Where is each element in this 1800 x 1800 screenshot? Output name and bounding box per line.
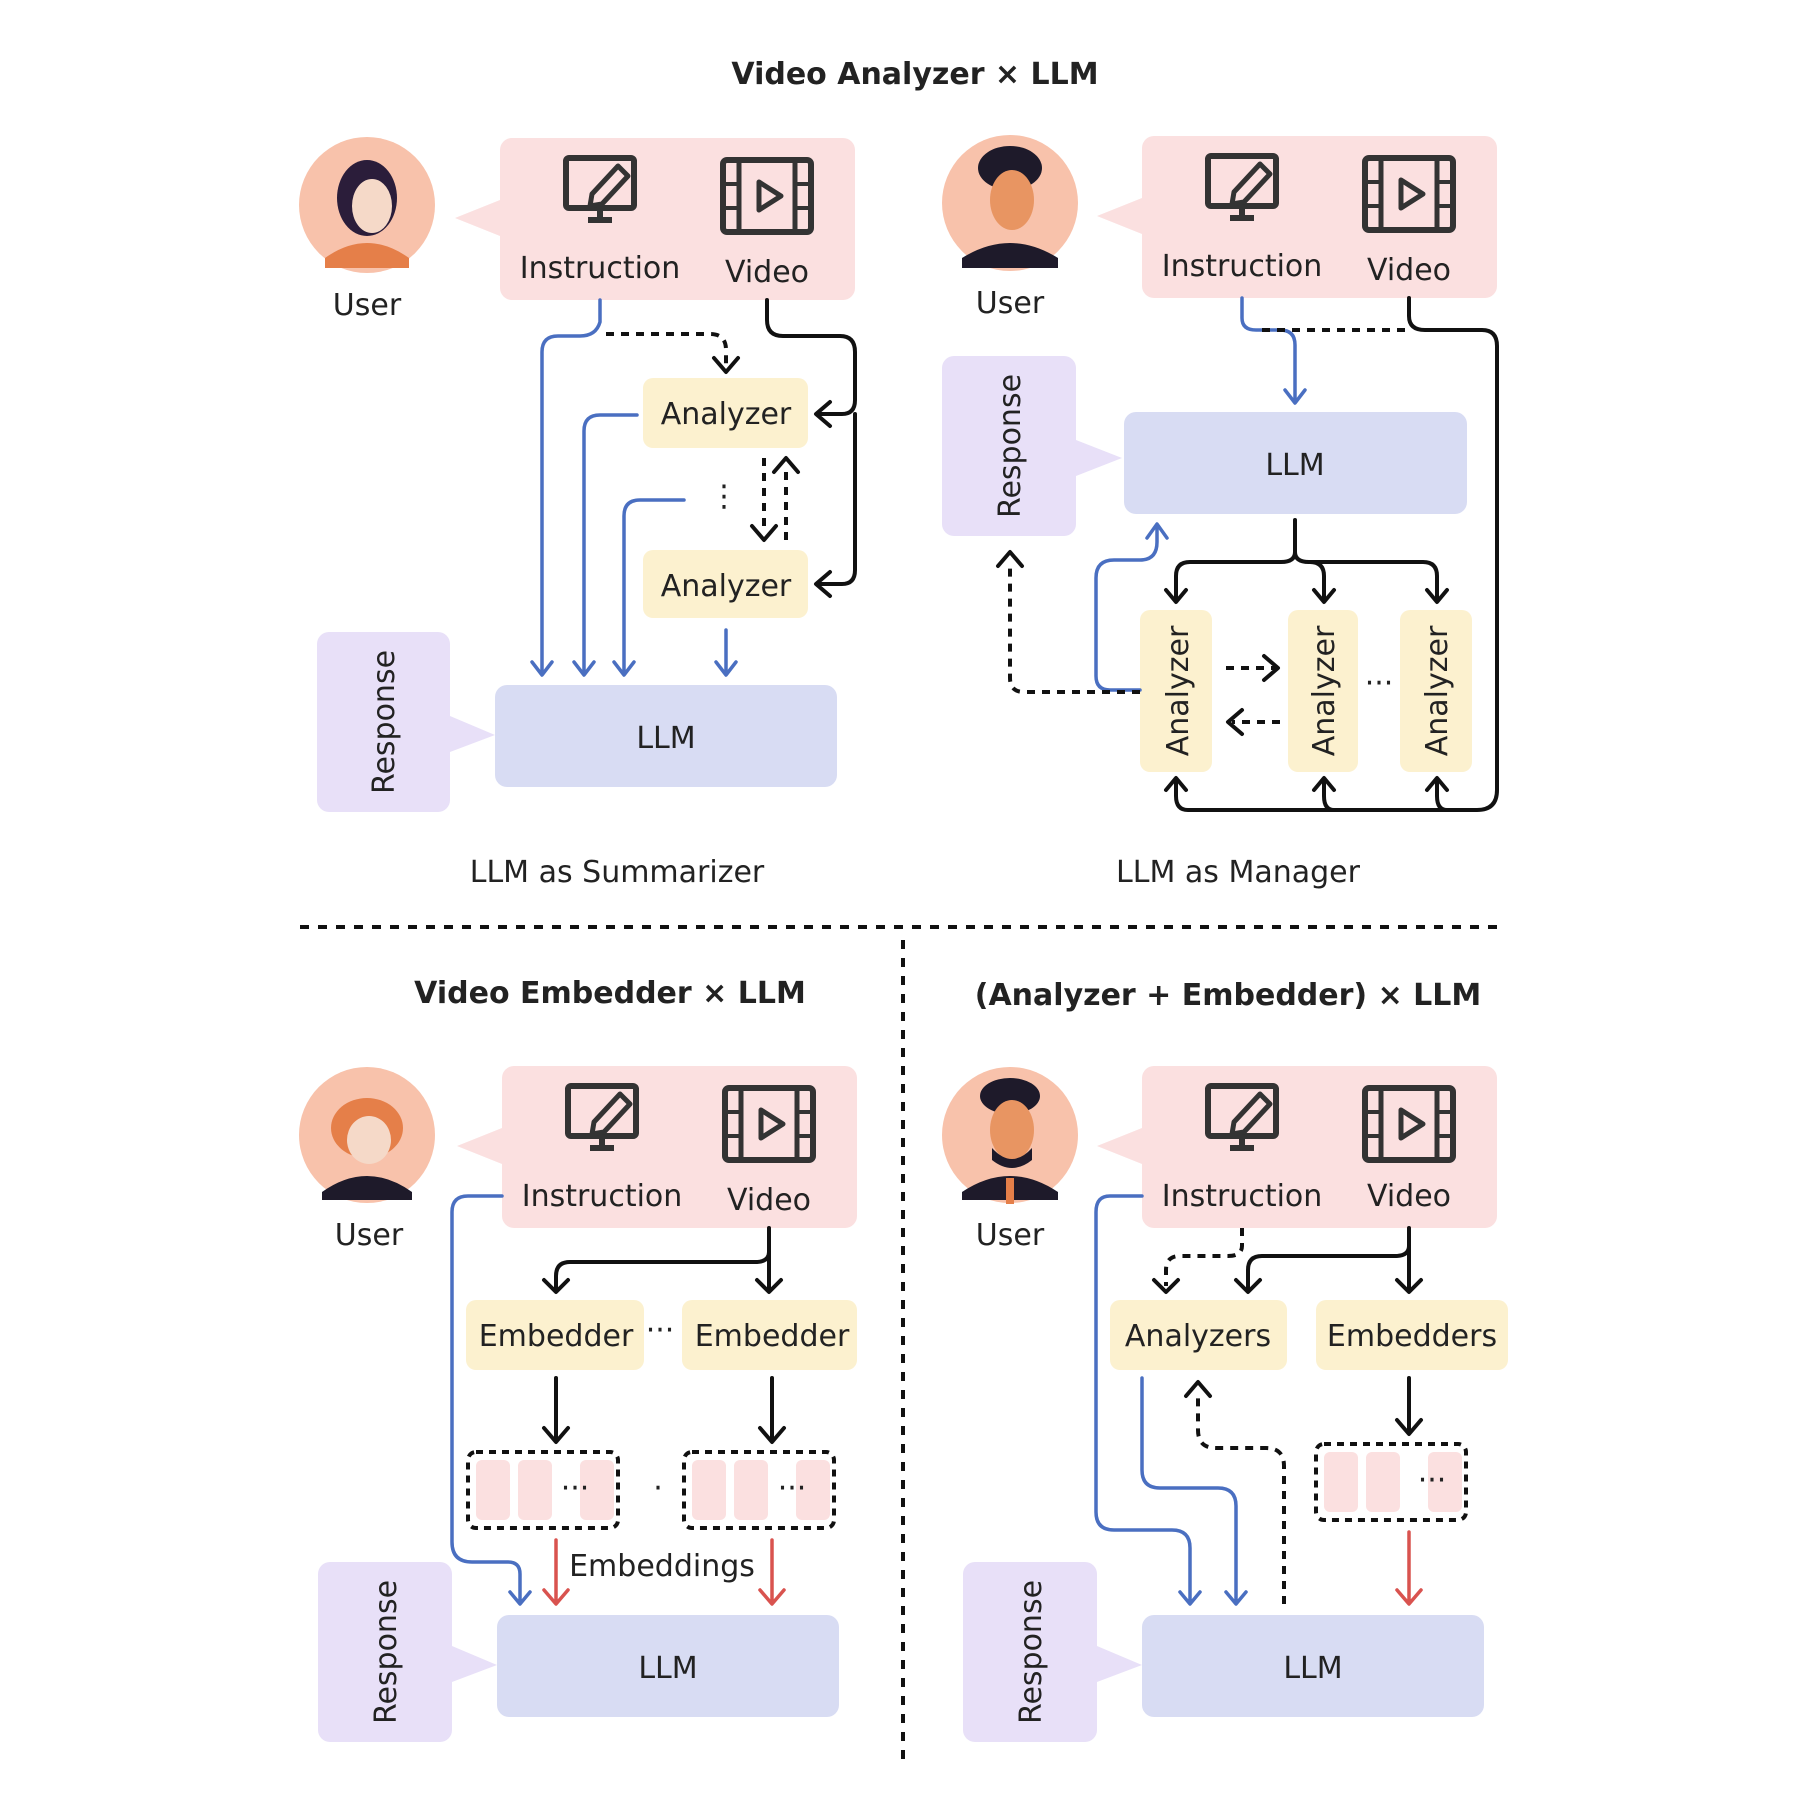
embedders-label: Embedders <box>1327 1319 1497 1354</box>
llm-label: LLM <box>638 1651 697 1686</box>
main-title: Video Analyzer × LLM <box>731 57 1098 92</box>
analyzer-box-1 <box>1140 610 1212 772</box>
analyzer-ellipsis: ··· <box>1365 666 1394 701</box>
group-ellipsis: · <box>653 1471 663 1506</box>
embedder-box-1 <box>466 1300 644 1370</box>
token-ellipsis: ··· <box>1418 1463 1447 1498</box>
response-label: Response <box>1014 1580 1049 1724</box>
embedders-box <box>1316 1300 1508 1370</box>
video-label: Video <box>725 255 809 290</box>
embedding-token-group <box>466 1450 620 1530</box>
embedder-label: Embedder <box>695 1319 850 1354</box>
response-box <box>318 1562 452 1742</box>
analyzer-label: Analyzer <box>1161 625 1196 756</box>
panel-manager: User Instruction Video Response LLM Anal… <box>942 135 1499 890</box>
response-box <box>942 356 1076 536</box>
analyzer-box-2 <box>1288 610 1358 772</box>
video-label: Video <box>1367 1179 1451 1214</box>
analyzers-label: Analyzers <box>1125 1319 1271 1354</box>
response-label: Response <box>367 650 402 794</box>
instruction-label: Instruction <box>1162 249 1323 284</box>
video-label: Video <box>1367 253 1451 288</box>
analyzer-box-2 <box>643 550 808 618</box>
analyzer-label: Analyzer <box>1307 625 1342 756</box>
instruction-label: Instruction <box>520 251 681 286</box>
caption-manager: LLM as Manager <box>1116 855 1361 890</box>
llm-box <box>1124 412 1467 514</box>
embedding-token-group <box>682 1450 836 1530</box>
analyzer-ellipsis: ⋮ <box>709 479 739 514</box>
embedder-label: Embedder <box>479 1319 634 1354</box>
panel-embedder: Video Embedder × LLM User Instruction Vi… <box>299 976 857 1742</box>
response-box <box>963 1562 1097 1742</box>
user-label: User <box>335 1218 404 1253</box>
instruction-label: Instruction <box>1162 1179 1323 1214</box>
token-ellipsis: ··· <box>561 1471 590 1506</box>
request-box <box>1142 136 1497 298</box>
analyzers-box <box>1110 1300 1287 1370</box>
response-label: Response <box>993 374 1028 518</box>
panel-summarizer: User Instruction Video Analyzer ⋮ Analyz… <box>299 137 857 890</box>
video-label: Video <box>727 1183 811 1218</box>
response-label: Response <box>369 1580 404 1724</box>
user-label: User <box>976 1218 1045 1253</box>
analyzer-box-3 <box>1400 610 1472 772</box>
analyzer-label: Analyzer <box>661 569 792 604</box>
analyzer-box-1 <box>643 378 808 448</box>
user-label: User <box>976 286 1045 321</box>
llm-box <box>497 1615 839 1717</box>
embeddings-label: Embeddings <box>569 1549 755 1584</box>
llm-box <box>1142 1615 1484 1717</box>
llm-box <box>495 685 837 787</box>
embedder-ellipsis: ··· <box>646 1313 675 1348</box>
llm-label: LLM <box>1265 448 1324 483</box>
request-box <box>502 1066 857 1228</box>
panel-hybrid: (Analyzer + Embedder) × LLM User Instruc… <box>942 978 1508 1742</box>
llm-label: LLM <box>636 721 695 756</box>
analyzer-label: Analyzer <box>1420 625 1455 756</box>
request-box <box>1142 1066 1497 1228</box>
llm-label: LLM <box>1283 1651 1342 1686</box>
panel-title: Video Embedder × LLM <box>414 976 806 1011</box>
embedder-box-2 <box>682 1300 857 1370</box>
analyzer-label: Analyzer <box>661 397 792 432</box>
instruction-label: Instruction <box>522 1179 683 1214</box>
response-box <box>317 632 450 812</box>
token-ellipsis: ··· <box>778 1471 807 1506</box>
panel-title: (Analyzer + Embedder) × LLM <box>975 978 1481 1013</box>
user-label: User <box>333 288 402 323</box>
caption-summarizer: LLM as Summarizer <box>470 855 765 890</box>
request-box <box>500 138 855 300</box>
